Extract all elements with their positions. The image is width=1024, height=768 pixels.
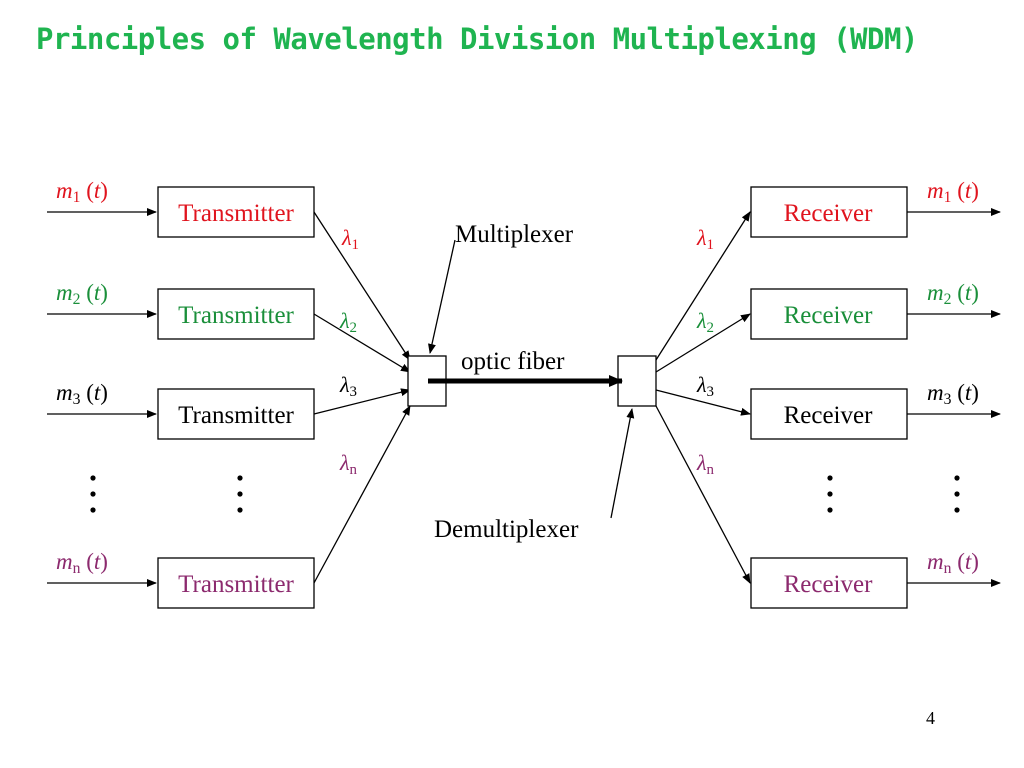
demux-to-rx-arrow — [655, 211, 751, 361]
input-signal-label: m1 (t) — [56, 178, 108, 206]
transmitter-ellipsis — [237, 475, 243, 513]
transmitter-box — [157, 557, 315, 609]
slide-title: Principles of Wavelength Division Multip… — [36, 22, 918, 56]
receiver-ellipsis — [827, 475, 833, 513]
transmitter-label: Transmitter — [178, 571, 294, 598]
tx-to-mux-arrow — [313, 211, 411, 361]
output-signal-label: m3 (t) — [927, 380, 979, 408]
receiver-box — [750, 557, 908, 609]
input-signal-label: mn (t) — [56, 549, 108, 577]
receiver-label: Receiver — [784, 302, 874, 329]
multiplexer-pointer-arrow — [428, 239, 456, 354]
receiver-box — [750, 186, 908, 238]
input-signal-label: m2 (t) — [56, 280, 108, 308]
output-signal-label: m1 (t) — [927, 178, 979, 206]
signal-ellipsis-right — [954, 475, 960, 513]
demux-to-rx-arrow — [655, 405, 751, 584]
wavelength-label-tx: λn — [339, 450, 358, 478]
transmitter-label: Transmitter — [178, 402, 294, 429]
tx-to-mux-arrow — [313, 313, 411, 373]
input-signal-label: m3 (t) — [56, 380, 108, 408]
output-signal-label: mn (t) — [927, 549, 979, 577]
demultiplexer-box — [617, 355, 657, 407]
multiplexer-label: Multiplexer — [455, 221, 574, 248]
transmitter-box — [157, 388, 315, 440]
receiver-box — [750, 388, 908, 440]
wavelength-label-rx: λ1 — [696, 225, 714, 253]
output-signal-label: m2 (t) — [927, 280, 979, 308]
demultiplexer-pointer-arrow — [610, 408, 635, 519]
signal-ellipsis-left — [90, 475, 96, 513]
wavelength-label-tx: λ2 — [339, 308, 357, 336]
transmitter-label: Transmitter — [178, 302, 294, 329]
demux-to-rx-arrow — [655, 313, 751, 373]
wavelength-label-rx: λ3 — [696, 372, 714, 400]
receiver-label: Receiver — [784, 402, 874, 429]
receiver-box — [750, 288, 908, 340]
transmitter-label: Transmitter — [178, 200, 294, 227]
wavelength-label-rx: λn — [696, 450, 715, 478]
demux-to-rx-arrow — [655, 389, 751, 416]
transmitter-box — [157, 186, 315, 238]
wavelength-label-rx: λ2 — [696, 308, 714, 336]
channel-ch2: m2 (t) Transmitter λ2 λ2 Receiver m2 (t) — [47, 280, 1001, 373]
tx-to-mux-arrow — [313, 388, 411, 415]
optic-fiber-label: optic fiber — [461, 348, 565, 375]
transmitter-box — [157, 288, 315, 340]
tx-to-mux-arrow — [313, 405, 411, 584]
page-number: 4 — [926, 708, 935, 728]
demultiplexer-label: Demultiplexer — [434, 516, 579, 543]
wavelength-label-tx: λ1 — [341, 225, 359, 253]
receiver-label: Receiver — [784, 571, 874, 598]
wavelength-label-tx: λ3 — [339, 372, 357, 400]
receiver-label: Receiver — [784, 200, 874, 227]
